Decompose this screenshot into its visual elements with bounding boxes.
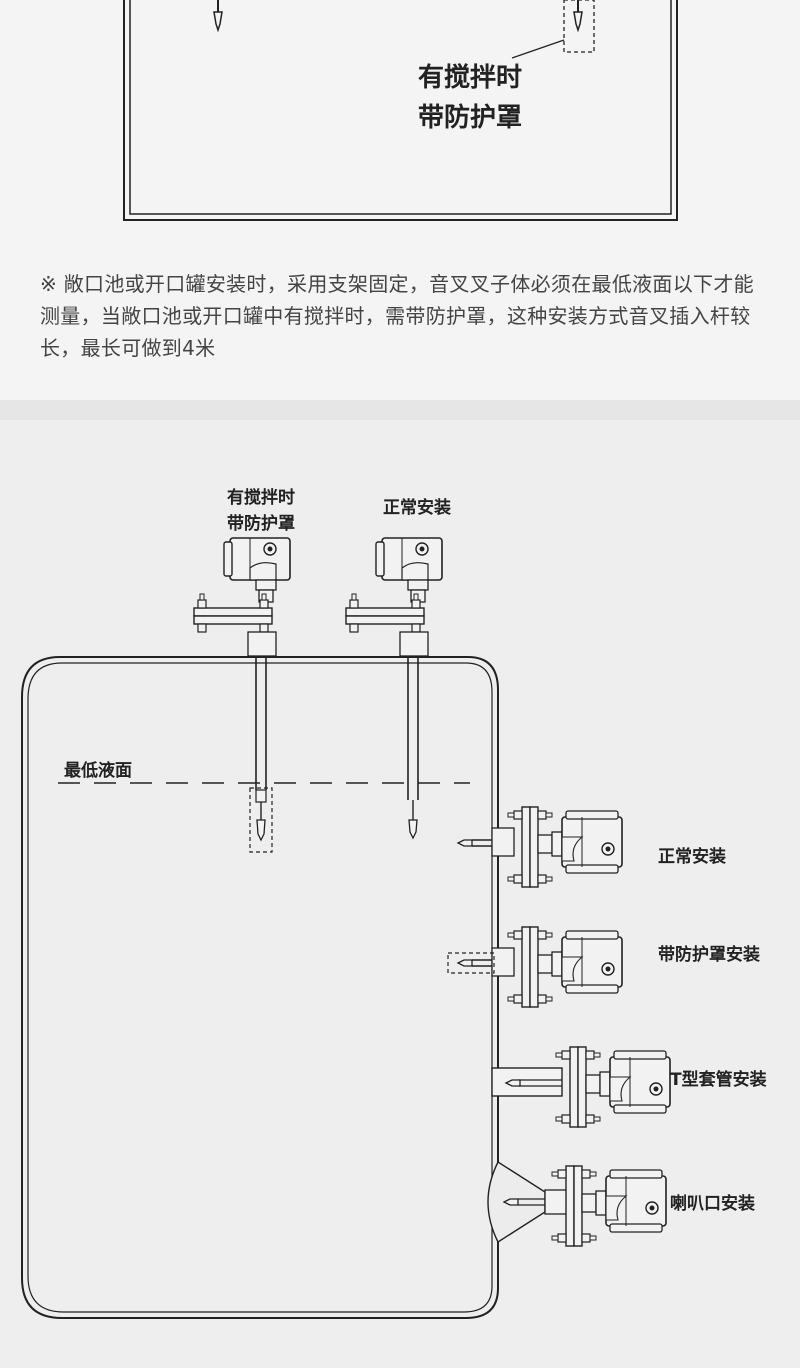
- callout-line1: 有搅拌时: [418, 62, 522, 93]
- bottom-panel: [0, 420, 800, 1368]
- fork-probe-left: [213, 0, 223, 33]
- callout-line2: 带防护罩: [418, 103, 522, 133]
- tank-inner-wall: [129, 0, 672, 215]
- tank-outer-wall: [123, 0, 678, 221]
- panel-divider: [0, 400, 800, 420]
- protective-cover: [563, 0, 595, 53]
- installation-note: ※ 敞口池或开口罐安装时，采用支架固定，音叉叉子体必须在最低液面以下才能测量，当…: [40, 272, 754, 360]
- callout-leader: [511, 39, 565, 59]
- top-panel: [0, 0, 800, 400]
- open-tank-diagram: 有搅拌时 带防护罩: [123, 0, 678, 221]
- fork-probe-guarded: [563, 0, 595, 53]
